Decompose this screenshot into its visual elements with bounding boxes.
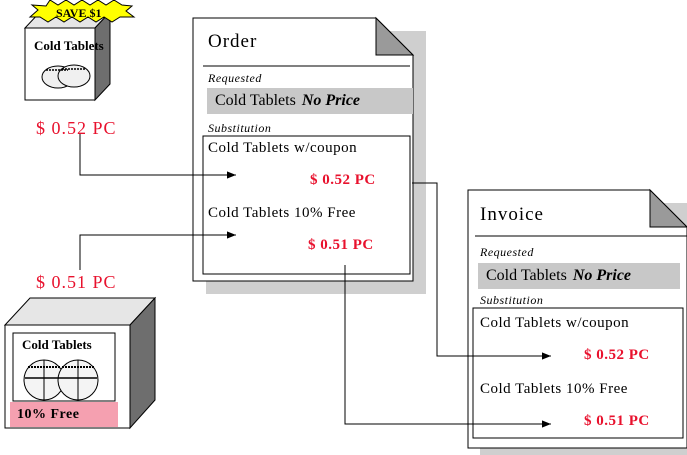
invoice-substitution-label: Substitution bbox=[480, 293, 544, 307]
order-item-2-name: Cold Tablets 10% Free bbox=[208, 205, 356, 221]
order-requested-price: No Price bbox=[301, 92, 361, 109]
invoice-requested-price: No Price bbox=[572, 267, 632, 284]
order-requested-row: Cold Tablets No Price bbox=[207, 88, 413, 114]
product-box-1-shape bbox=[23, 10, 112, 102]
save-banner-burst bbox=[28, 0, 136, 23]
order-item-2-price: $ 0.51 PC bbox=[308, 237, 374, 253]
order-substitution-label: Substitution bbox=[208, 121, 272, 135]
order-item-1-name: Cold Tablets w/coupon bbox=[208, 140, 358, 156]
arrow-free-to-order bbox=[79, 231, 236, 270]
order-requested-label: Requested bbox=[208, 71, 262, 85]
invoice-item-2-name: Cold Tablets 10% Free bbox=[480, 381, 628, 397]
arrow-coupon-to-order bbox=[79, 133, 236, 179]
save-banner-text: SAVE $1 bbox=[56, 6, 102, 20]
product-2-title: Cold Tablets bbox=[22, 337, 92, 352]
invoice-requested-item: Cold Tablets bbox=[486, 267, 567, 284]
product-1-title: Cold Tablets bbox=[34, 38, 104, 53]
invoice-requested-row: Cold Tablets No Price bbox=[478, 263, 680, 289]
order-item-1-price: $ 0.52 PC bbox=[310, 172, 376, 188]
invoice-requested-label: Requested bbox=[480, 245, 534, 259]
arrow-free-order-to-invoice bbox=[344, 265, 551, 428]
product-1-price: $ 0.52 PC bbox=[36, 118, 117, 138]
arrow-coupon-order-to-invoice bbox=[412, 182, 551, 360]
invoice-item-2-price: $ 0.51 PC bbox=[584, 413, 650, 429]
invoice-item-1-price: $ 0.52 PC bbox=[584, 347, 650, 363]
invoice-title: Invoice bbox=[480, 204, 544, 225]
order-requested-item: Cold Tablets bbox=[215, 92, 296, 109]
product-2-price: $ 0.51 PC bbox=[36, 272, 117, 292]
product-2-badge: 10% Free bbox=[10, 402, 118, 427]
order-title: Order bbox=[208, 31, 258, 52]
invoice-item-1-name: Cold Tablets w/coupon bbox=[480, 315, 630, 331]
